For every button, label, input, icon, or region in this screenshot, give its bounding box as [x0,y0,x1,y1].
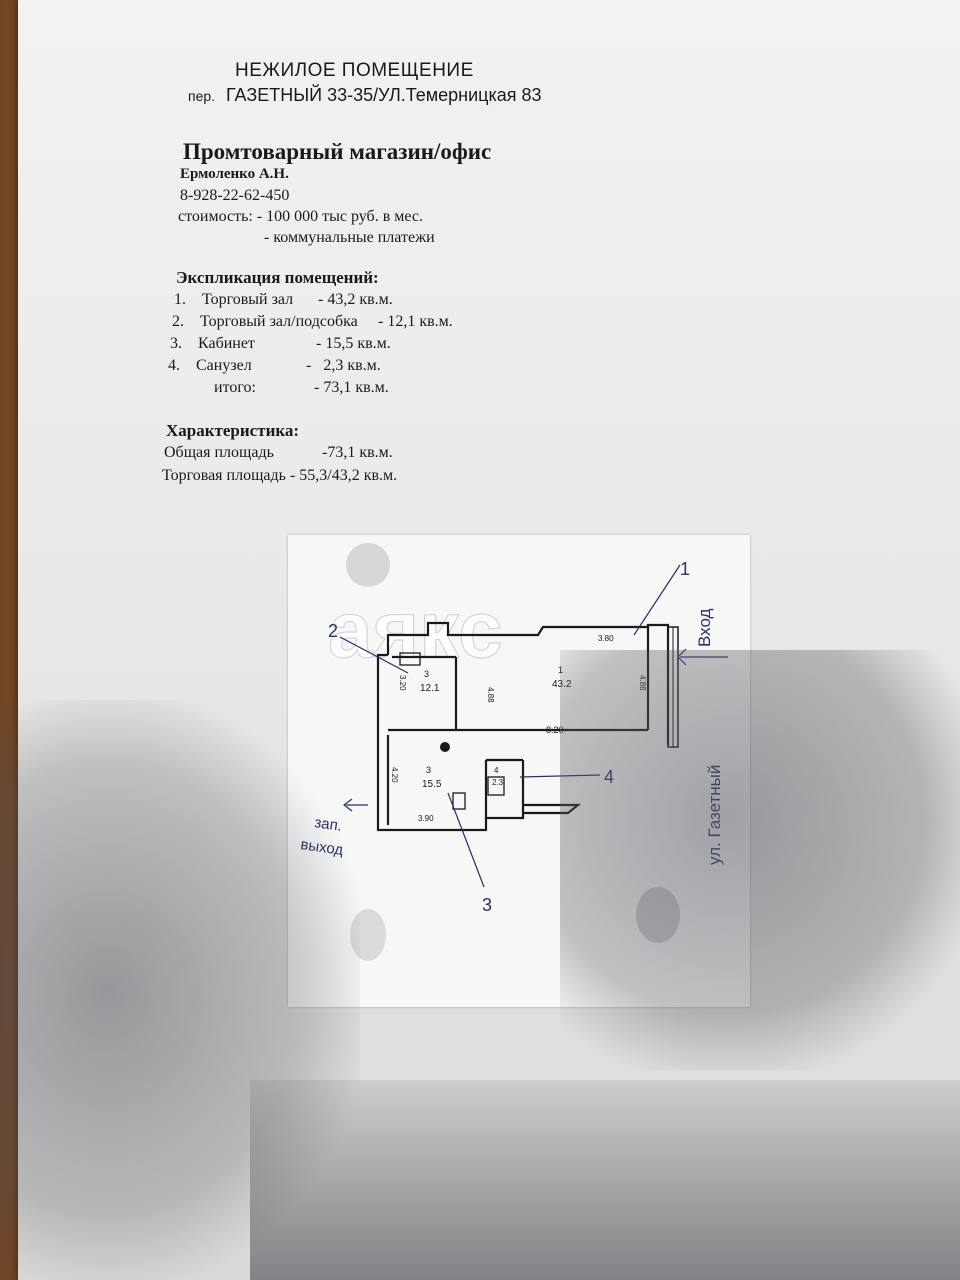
explication-total-label: итого: [214,379,256,396]
room-1-area: 43.2 [552,679,572,690]
callout-label-4: 4 [604,767,614,787]
fixture-box [487,776,505,796]
cost-line-1: стоимость: - 100 000 тыс руб. в мес. [178,208,423,225]
explication-item-area: - 12,1 кв.м. [378,313,453,330]
dimension-label: 3.20 [398,675,407,691]
callout-label-3: 3 [482,895,492,915]
trade-area-line: Торговая площадь - 55,3/43,2 кв.м. [162,467,398,484]
address-prefix: пер. [188,88,216,104]
explication-total-value: - 73,1 кв.м. [314,379,389,396]
fixture-box [399,652,421,666]
callout-label-2: 2 [328,621,338,641]
room-4-area: 2.3 [492,778,504,787]
explication-item-name: Санузел [196,357,252,374]
explication-heading: Экспликация помещений: [176,268,379,287]
dimension-label: 8.20 [546,725,564,735]
dimension-label: 3.80 [598,634,614,643]
room-3-number: 3 [426,765,431,775]
dimension-label: 3.90 [418,814,434,823]
total-area-value: -73,1 кв.м. [322,444,393,461]
explication-item-area: - 43,2 кв.м. [318,291,393,308]
explication-item-name: Кабинет [198,335,255,352]
listing-heading: Промтоварный магазин/офис [183,139,492,164]
explication-item-name: Торговый зал/подсобка [200,313,358,330]
pipe-symbol [440,742,450,752]
room-2-number: 3 [424,669,429,679]
fixture-box [452,792,466,810]
plan-wall [523,803,582,815]
plan-outer-wall [386,621,670,745]
dimension-label: 4.88 [638,675,647,691]
address-line: ГАЗЕТНЫЙ 33-35/УЛ.Темерницкая 83 [226,85,542,105]
bleed-mark [346,543,390,587]
street-label: ул. Газетный [705,765,724,865]
explication-item-num: 2. [172,313,184,330]
floor-plan: аякс 1 43.2 3 12.1 3 [299,543,728,961]
cost-line-2: - коммунальные платежи [264,229,435,246]
room-4-number: 4 [494,766,499,775]
dimension-label: 4.88 [486,687,495,703]
explication-item-area: - 15,5 кв.м. [316,335,391,352]
watermark-text: аякс [328,585,503,674]
floor-plan-sheet: аякс 1 43.2 3 12.1 3 [288,535,750,1007]
explication-item-num: 1. [174,291,186,308]
explication-item-num: 4. [168,357,180,374]
characteristics-heading: Характеристика: [166,421,300,440]
contact-name: Ермоленко А.Н. [180,166,289,182]
explication-item-name: Торговый зал [202,291,294,308]
plan-outer-wall [376,653,525,832]
total-area-label: Общая площадь [164,444,274,461]
bleed-mark [636,887,680,943]
entrance-label: Вход [695,608,714,647]
callout-label-1: 1 [680,559,690,579]
explication-item-num: 3. [170,335,182,352]
exit-label-1: зап. [313,814,343,835]
room-2-area: 12.1 [420,683,440,694]
room-1-number: 1 [558,665,563,675]
explication-item-area: - 2,3 кв.м. [306,357,381,374]
callout-line-2 [339,636,409,674]
bleed-mark [350,909,386,961]
callout-line-1 [633,564,681,636]
room-3-area: 15.5 [422,779,442,790]
dimension-label: 4.20 [390,767,399,783]
document-title: НЕЖИЛОЕ ПОМЕЩЕНИЕ [235,60,474,81]
callout-line-4 [519,774,601,778]
exit-label-2: выход [299,836,344,859]
callout-line-3 [447,792,485,888]
contact-phone: 8-928-22-62-450 [180,187,290,204]
